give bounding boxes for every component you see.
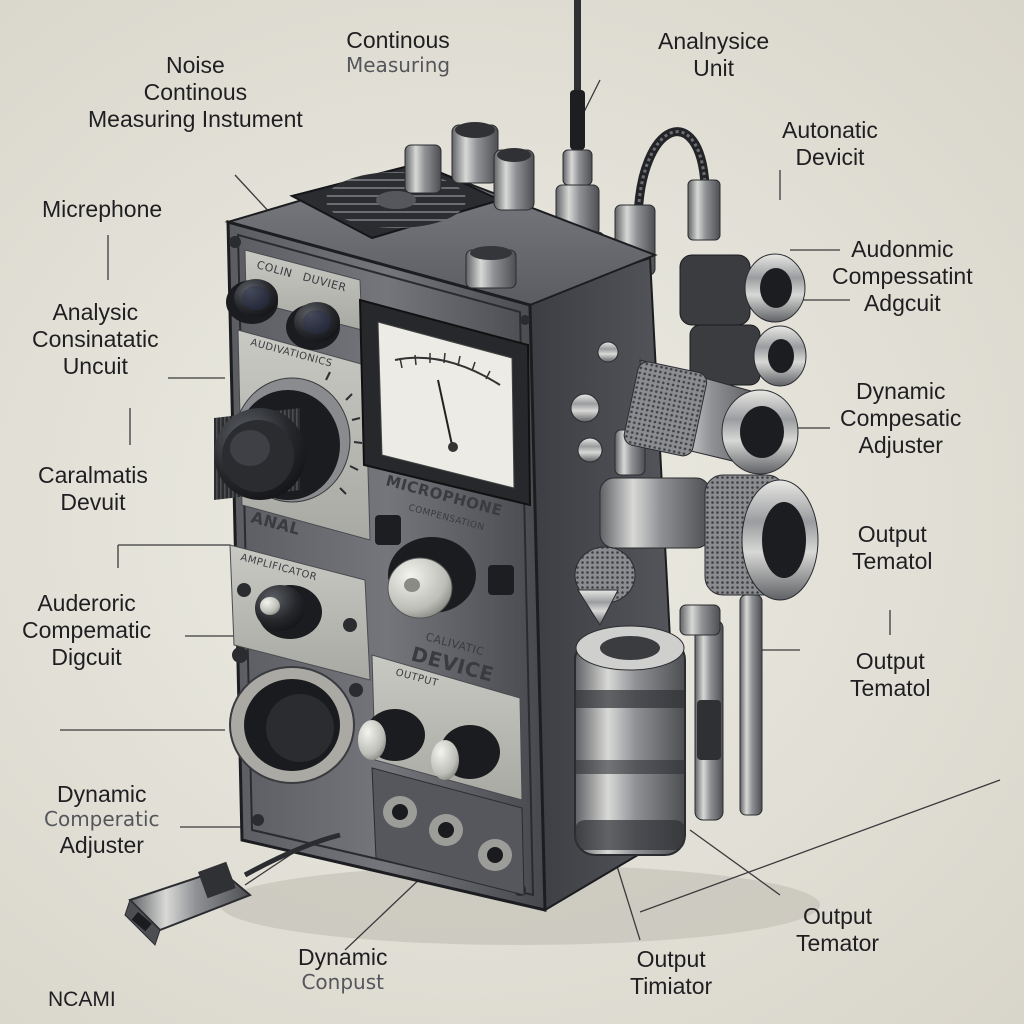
label-dynamic-compensatic: Dynamic Compesatic Adjuster: [840, 378, 961, 459]
label-dynamic-conpust: Dynamic Conpust: [298, 944, 387, 995]
label-line: Compematic: [22, 617, 152, 644]
label-output-timiator: Output Timiator: [630, 946, 712, 1000]
label-line: Tematol: [852, 548, 933, 575]
label-line: Output: [855, 648, 925, 674]
label-line: Uncuit: [62, 353, 128, 380]
label-line: Timiator: [630, 973, 713, 1000]
mesh-cone: [574, 546, 636, 627]
side-tube: [679, 604, 724, 821]
label-line: Compessatint: [832, 263, 973, 290]
label-line: Analysic: [52, 299, 139, 325]
label-line: Auderoric: [37, 590, 136, 616]
label-line: Consinatatic: [32, 326, 159, 353]
label-analnysice-unit: Analnysice Unit: [658, 28, 769, 82]
cable-plug: [687, 179, 721, 241]
label-line: Temator: [796, 930, 880, 957]
label-line: Output: [803, 903, 873, 929]
label-line: Adgcuit: [863, 290, 941, 317]
label-line: Unit: [693, 55, 735, 82]
round-port[interactable]: [229, 666, 355, 784]
label-calalmatis-devuit: Caralmatis Devuit: [38, 462, 148, 516]
label-line: Measuring Instument: [88, 106, 303, 133]
twin-knob-right[interactable]: [431, 725, 500, 780]
label-analysic-consinatic: Analysic Consinatatic Uncuit: [32, 299, 159, 380]
microphone-barrel-upper: [623, 359, 799, 475]
side-fittings: [570, 341, 646, 476]
label-output-tematol-2: Output Tematol: [850, 648, 931, 702]
label-line: Audonmic: [851, 236, 954, 262]
label-line: Dynamic: [57, 781, 147, 807]
label-line: Output: [857, 521, 927, 547]
label-line: Devuit: [60, 489, 126, 516]
label-line: Continous: [143, 79, 248, 106]
label-line: Continous: [346, 27, 450, 53]
label-output-temator: Output Temator: [796, 903, 879, 957]
label-line: Noise: [165, 52, 225, 78]
microphone-barrel-lower: [599, 474, 819, 816]
label-line: Conpust: [301, 970, 384, 995]
label-audonmic-compensating: Audonmic Compessatint Adgcuit: [832, 236, 973, 317]
label-audedric-compematic: Auderoric Compematic Digcuit: [22, 590, 151, 671]
label-dynamic-compartic: Dynamic Comperatic Adjuster: [44, 781, 160, 859]
output-jacks[interactable]: [371, 767, 525, 896]
label-line: Caralmatis: [38, 462, 148, 488]
label-continous-measuring: Continous Measuring: [346, 27, 450, 78]
label-output-tematol-1: Output Tematol: [852, 521, 933, 575]
label-line: Devicit: [795, 144, 865, 171]
label-autonatic-devicit: Autonatic Devicit: [782, 117, 878, 171]
center-knob[interactable]: [387, 537, 476, 619]
toggle-switch-2[interactable]: [488, 565, 514, 595]
large-dial-knob[interactable]: [214, 377, 351, 503]
canister: [574, 625, 686, 856]
dial-ticks: [325, 371, 363, 495]
top-connectors: [404, 122, 535, 289]
twin-knob-left[interactable]: [358, 709, 425, 761]
label-line: NCAMI: [48, 988, 116, 1011]
label-line: Compesatic: [840, 405, 962, 432]
toggle-switch-1[interactable]: [375, 515, 401, 545]
label-ncami: NCAMI: [48, 988, 116, 1013]
label-line: Dynamic: [298, 944, 388, 970]
detached-sensor: [124, 832, 341, 946]
analog-meter: [358, 298, 532, 507]
label-line: Analnysice: [658, 28, 770, 54]
label-microphone: Micrephone: [42, 196, 162, 223]
label-line: Micrephone: [42, 196, 163, 222]
side-connector-upper[interactable]: [679, 253, 807, 387]
label-line: Tematol: [850, 675, 931, 702]
lower-left-knob[interactable]: [255, 585, 322, 639]
label-line: Comperatic: [44, 807, 160, 832]
label-noise-instrument: Noise Continous Measuring Instument: [88, 52, 303, 133]
label-line: Adjuster: [858, 432, 943, 459]
label-line: Output: [636, 946, 706, 972]
label-line: Autonatic: [782, 117, 878, 143]
label-line: Dynamic: [855, 378, 946, 404]
label-line: Digcuit: [51, 644, 122, 671]
small-knob-1[interactable]: [226, 279, 278, 324]
small-knob-2[interactable]: [286, 302, 340, 350]
label-line: Measuring: [346, 53, 451, 78]
label-line: Adjuster: [59, 831, 144, 858]
